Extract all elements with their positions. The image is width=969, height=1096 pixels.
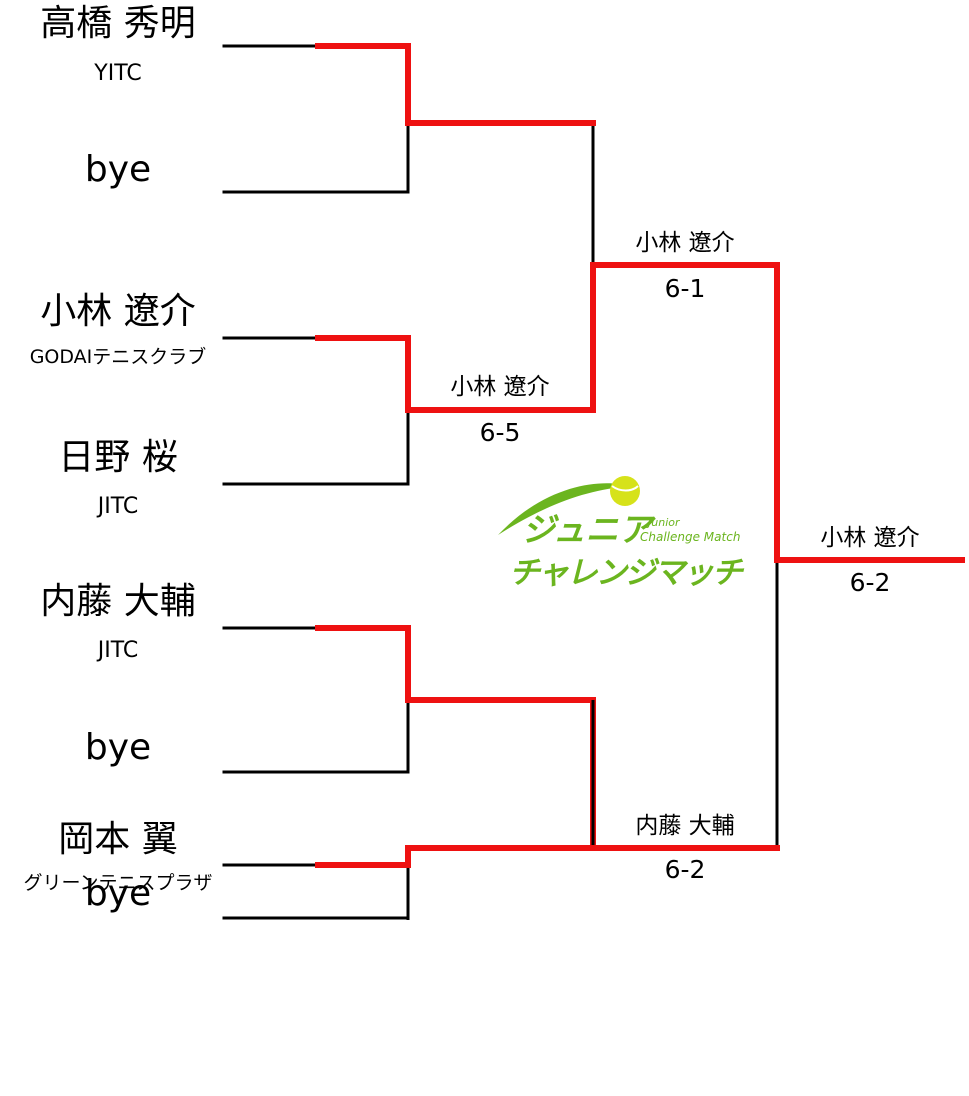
winner-path <box>315 845 596 868</box>
player-name: 小林 遼介 <box>40 291 196 332</box>
winner-path <box>315 43 596 126</box>
match-winner: 小林 遼介 <box>820 525 920 551</box>
player-club: JITC <box>97 638 139 663</box>
player-club: グリーンテニスプラザ <box>23 872 213 894</box>
player-club: YITC <box>94 61 142 86</box>
player-name: bye <box>84 727 152 768</box>
winner-path <box>315 262 965 563</box>
bracket-line <box>222 408 410 486</box>
match-score: 6-2 <box>664 855 706 884</box>
match-winner: 内藤 大輔 <box>635 813 735 839</box>
logo <box>498 476 640 535</box>
player-name: 日野 桜 <box>58 437 178 478</box>
player-name: 内藤 大輔 <box>40 581 196 622</box>
logo-sub-2: Challenge Match <box>640 530 741 544</box>
match-winner: 小林 遼介 <box>450 374 550 400</box>
logo-title-2: チャレンジマッチ <box>509 555 743 591</box>
bracket-line <box>222 698 410 774</box>
match-winner: 小林 遼介 <box>635 230 735 256</box>
winner-path <box>315 625 780 851</box>
player-name: 高橋 秀明 <box>40 3 196 44</box>
player-name: 岡本 翼 <box>58 819 178 860</box>
bracket-line <box>406 121 595 267</box>
player-name: bye <box>84 149 152 190</box>
player-name: bye <box>84 873 152 914</box>
player-club: GODAIテニスクラブ <box>29 346 207 368</box>
bracket-line <box>222 846 410 920</box>
player-club: JITC <box>97 494 139 519</box>
logo-sub-1: Junior <box>648 516 680 529</box>
logo-swoosh <box>498 483 630 535</box>
match-score: 6-2 <box>849 568 891 597</box>
match-score: 6-5 <box>479 418 521 447</box>
match-score: 6-1 <box>664 274 706 303</box>
logo-title-1: ジュニア <box>522 510 652 549</box>
bracket-line <box>222 121 410 194</box>
